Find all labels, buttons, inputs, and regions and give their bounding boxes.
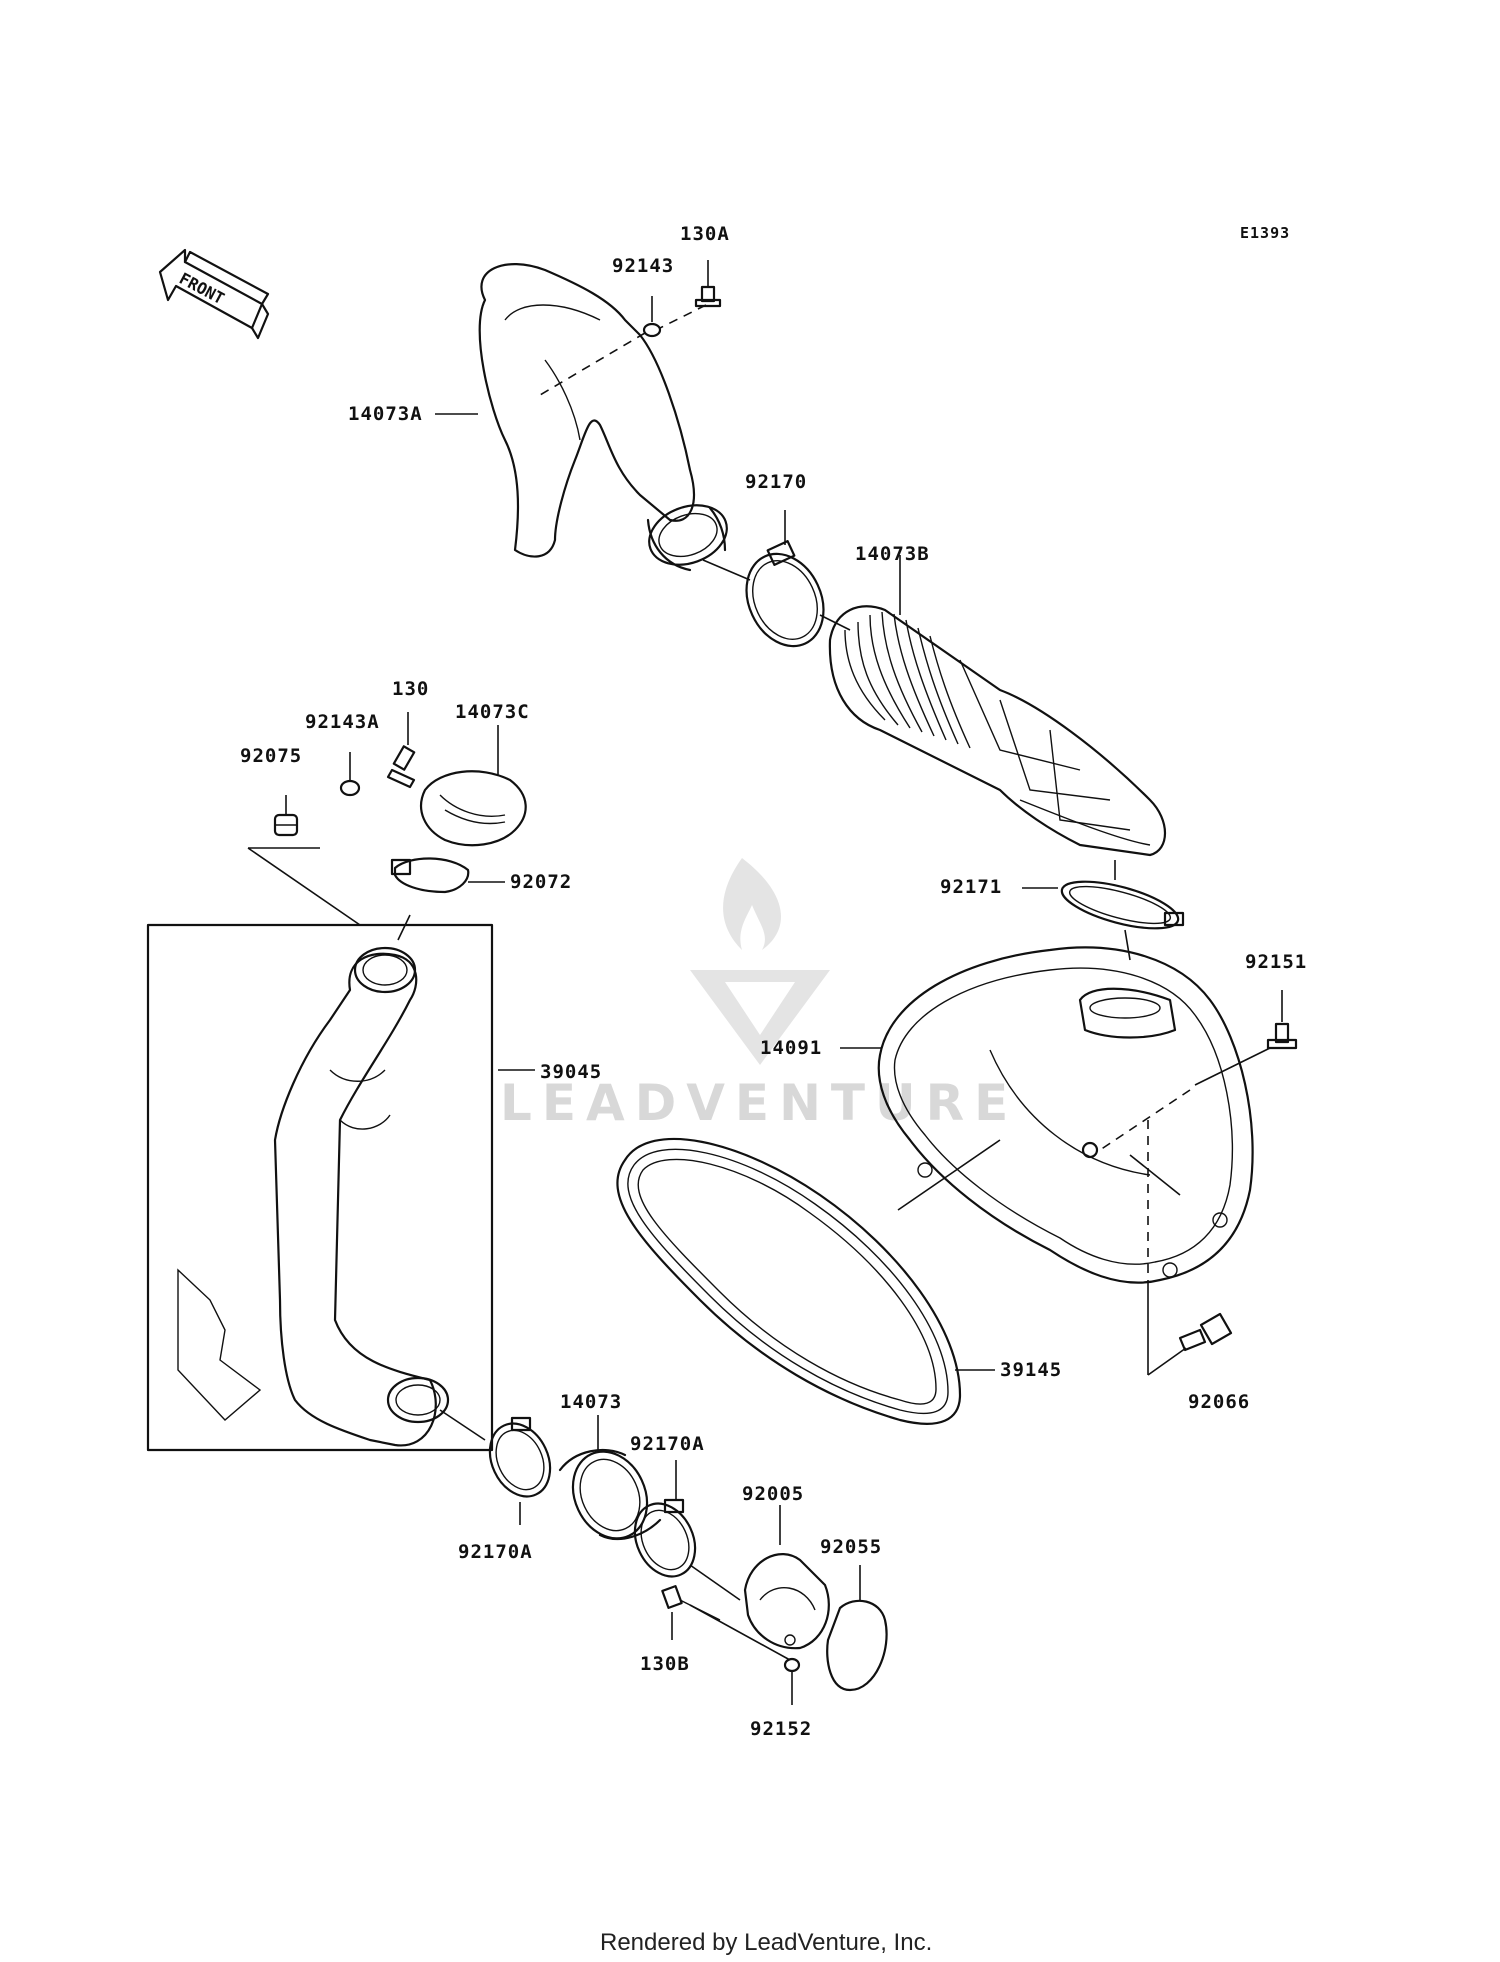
- bolt-130-icon: [386, 745, 416, 789]
- nut-92152-icon: [783, 1657, 801, 1673]
- gasket-92055: [826, 1599, 888, 1692]
- duct-14073B: [828, 605, 1166, 857]
- bolt-130B-icon: [661, 1585, 721, 1621]
- label-92152: 92152: [750, 1718, 812, 1740]
- duct-14073A: [478, 263, 728, 572]
- label-92170A-top: 92170A: [630, 1433, 705, 1455]
- label-14073: 14073: [560, 1391, 622, 1413]
- washer-92143-icon: [642, 322, 662, 338]
- label-39045: 39045: [540, 1061, 602, 1083]
- front-arrow-icon: FRONT: [158, 248, 270, 340]
- watermark: LEADVENTURE: [500, 858, 1018, 1132]
- label-14073B: 14073B: [855, 543, 930, 565]
- belt-39145: [616, 1137, 962, 1425]
- front-label: FRONT: [176, 269, 227, 308]
- label-14073A: 14073A: [348, 403, 423, 425]
- label-14073C: 14073C: [455, 701, 530, 723]
- label-92075: 92075: [240, 745, 302, 767]
- label-92143: 92143: [612, 255, 674, 277]
- diagram-code: E1393: [1240, 224, 1290, 242]
- clamp-92170-icon: [745, 540, 825, 648]
- label-14091: 14091: [760, 1037, 822, 1059]
- label-92151: 92151: [1245, 951, 1307, 973]
- cap-14073C: [420, 770, 527, 847]
- washer-92143A-icon: [339, 779, 361, 797]
- cover-14091: [877, 946, 1254, 1284]
- tube-14073: [558, 1448, 662, 1540]
- clamp-92170A-right-icon: [633, 1498, 697, 1578]
- clamp-92170A-left-icon: [488, 1416, 552, 1498]
- label-92055: 92055: [820, 1536, 882, 1558]
- label-92171: 92171: [940, 876, 1002, 898]
- pipe-39045: [146, 923, 494, 1452]
- label-130: 130: [392, 678, 429, 700]
- label-92170A-bottom: 92170A: [458, 1541, 533, 1563]
- label-92170: 92170: [745, 471, 807, 493]
- label-39145: 39145: [1000, 1359, 1062, 1381]
- grommet-92075-icon: [273, 813, 299, 837]
- label-92066: 92066: [1188, 1391, 1250, 1413]
- label-130B: 130B: [640, 1653, 690, 1675]
- band-92171-icon: [1060, 880, 1185, 930]
- strap-92072-icon: [390, 857, 470, 894]
- bolt-130A-icon: [694, 285, 722, 308]
- label-92143A: 92143A: [305, 711, 380, 733]
- watermark-text: LEADVENTURE: [500, 1074, 1018, 1132]
- housing-92005: [743, 1553, 830, 1650]
- label-130A: 130A: [680, 223, 730, 245]
- bolt-92151-icon: [1266, 1022, 1298, 1050]
- label-92005: 92005: [742, 1483, 804, 1505]
- label-92072: 92072: [510, 871, 572, 893]
- footer-credit: Rendered by LeadVenture, Inc.: [600, 1929, 932, 1956]
- screw-92066-icon: [1178, 1312, 1233, 1352]
